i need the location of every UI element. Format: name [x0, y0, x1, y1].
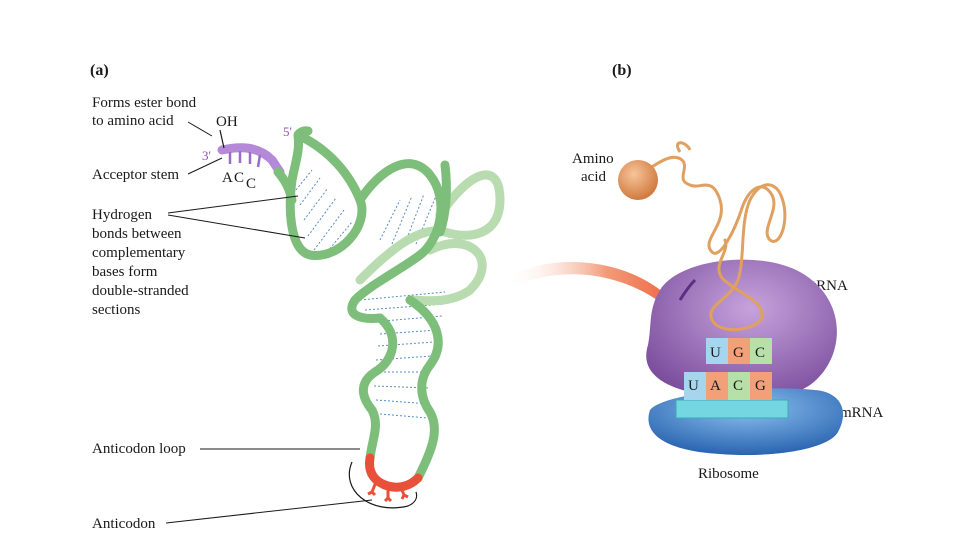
- anticodon-bracket: [348, 461, 418, 509]
- translation-scene: U G C U A C G: [505, 141, 844, 456]
- acc-letter-c2: C: [246, 176, 256, 192]
- panel-a-tag: (a): [90, 62, 109, 79]
- amino-acid-label-line1: Amino: [572, 151, 614, 167]
- trna-strand-anticodon-arm-right: [405, 295, 443, 483]
- acceptor-link: [273, 167, 297, 205]
- trna-strand-back: [355, 170, 505, 285]
- hydrogen-bonds-label-line6: sections: [92, 302, 141, 318]
- hydrogen-bonds-label-line1: Hydrogen: [92, 207, 152, 223]
- trna-strand-anticodon-arm-left: [358, 313, 398, 463]
- codon-a: A: [710, 378, 721, 394]
- acc-letter-a: A: [222, 170, 233, 186]
- acceptor-stem-label: Acceptor stem: [92, 167, 180, 183]
- three-prime-text: 3': [202, 148, 211, 163]
- anticodon-label: Anticodon: [92, 516, 156, 532]
- hydrogen-bonds-label-line2: bonds between: [92, 226, 182, 242]
- codon-u: U: [688, 378, 699, 394]
- trna-strand-main-2: [347, 159, 446, 323]
- amino-acid-ball: [618, 160, 658, 200]
- anticodon-loop-label: Anticodon loop: [92, 441, 186, 457]
- acc-letter-c1: C: [234, 170, 244, 186]
- mrna-bar: [675, 399, 789, 419]
- anticodon-bases: [367, 481, 409, 503]
- trna-strand-main: [285, 130, 367, 260]
- acceptor-bases: [228, 151, 262, 168]
- ester-bond-label-line1: Forms ester bond: [92, 95, 197, 111]
- trna-3d-structure: OH 3' 5' A C C: [165, 114, 505, 524]
- ester-bond-label-line2: to amino acid: [92, 113, 174, 129]
- hydrogen-bonds-label-line4: bases form: [92, 264, 158, 280]
- anticodon-c: C: [755, 345, 765, 361]
- panel-b-tag: (b): [612, 62, 632, 79]
- trna-squiggle: [628, 155, 787, 332]
- oh-text: OH: [216, 114, 238, 130]
- codon-blocks: [684, 372, 772, 400]
- hydrogen-bonds-label-line3: complementary: [92, 245, 186, 261]
- ribosome-label: Ribosome: [698, 466, 759, 482]
- leader-lines: [165, 121, 373, 524]
- anticodon-g: G: [733, 345, 744, 361]
- codon-c: C: [733, 378, 743, 394]
- trna-strand-back-2: [405, 239, 487, 306]
- amino-acid-label-line2: acid: [581, 169, 606, 185]
- mrna-label: mRNA: [840, 405, 884, 421]
- five-prime-end: [293, 126, 313, 140]
- hydrogen-bonds-label-line5: double-stranded: [92, 283, 189, 299]
- anticodon-blocks: [706, 338, 772, 364]
- codon-g: G: [755, 378, 766, 394]
- acceptor-stem-segment: [217, 143, 285, 177]
- anticodon-loop-segment: [365, 453, 423, 492]
- anticodon-u: U: [710, 345, 721, 361]
- trna-strand-main-3: [435, 160, 451, 237]
- panel-transition-arrow: [505, 262, 690, 330]
- five-prime-text: 5': [283, 124, 292, 139]
